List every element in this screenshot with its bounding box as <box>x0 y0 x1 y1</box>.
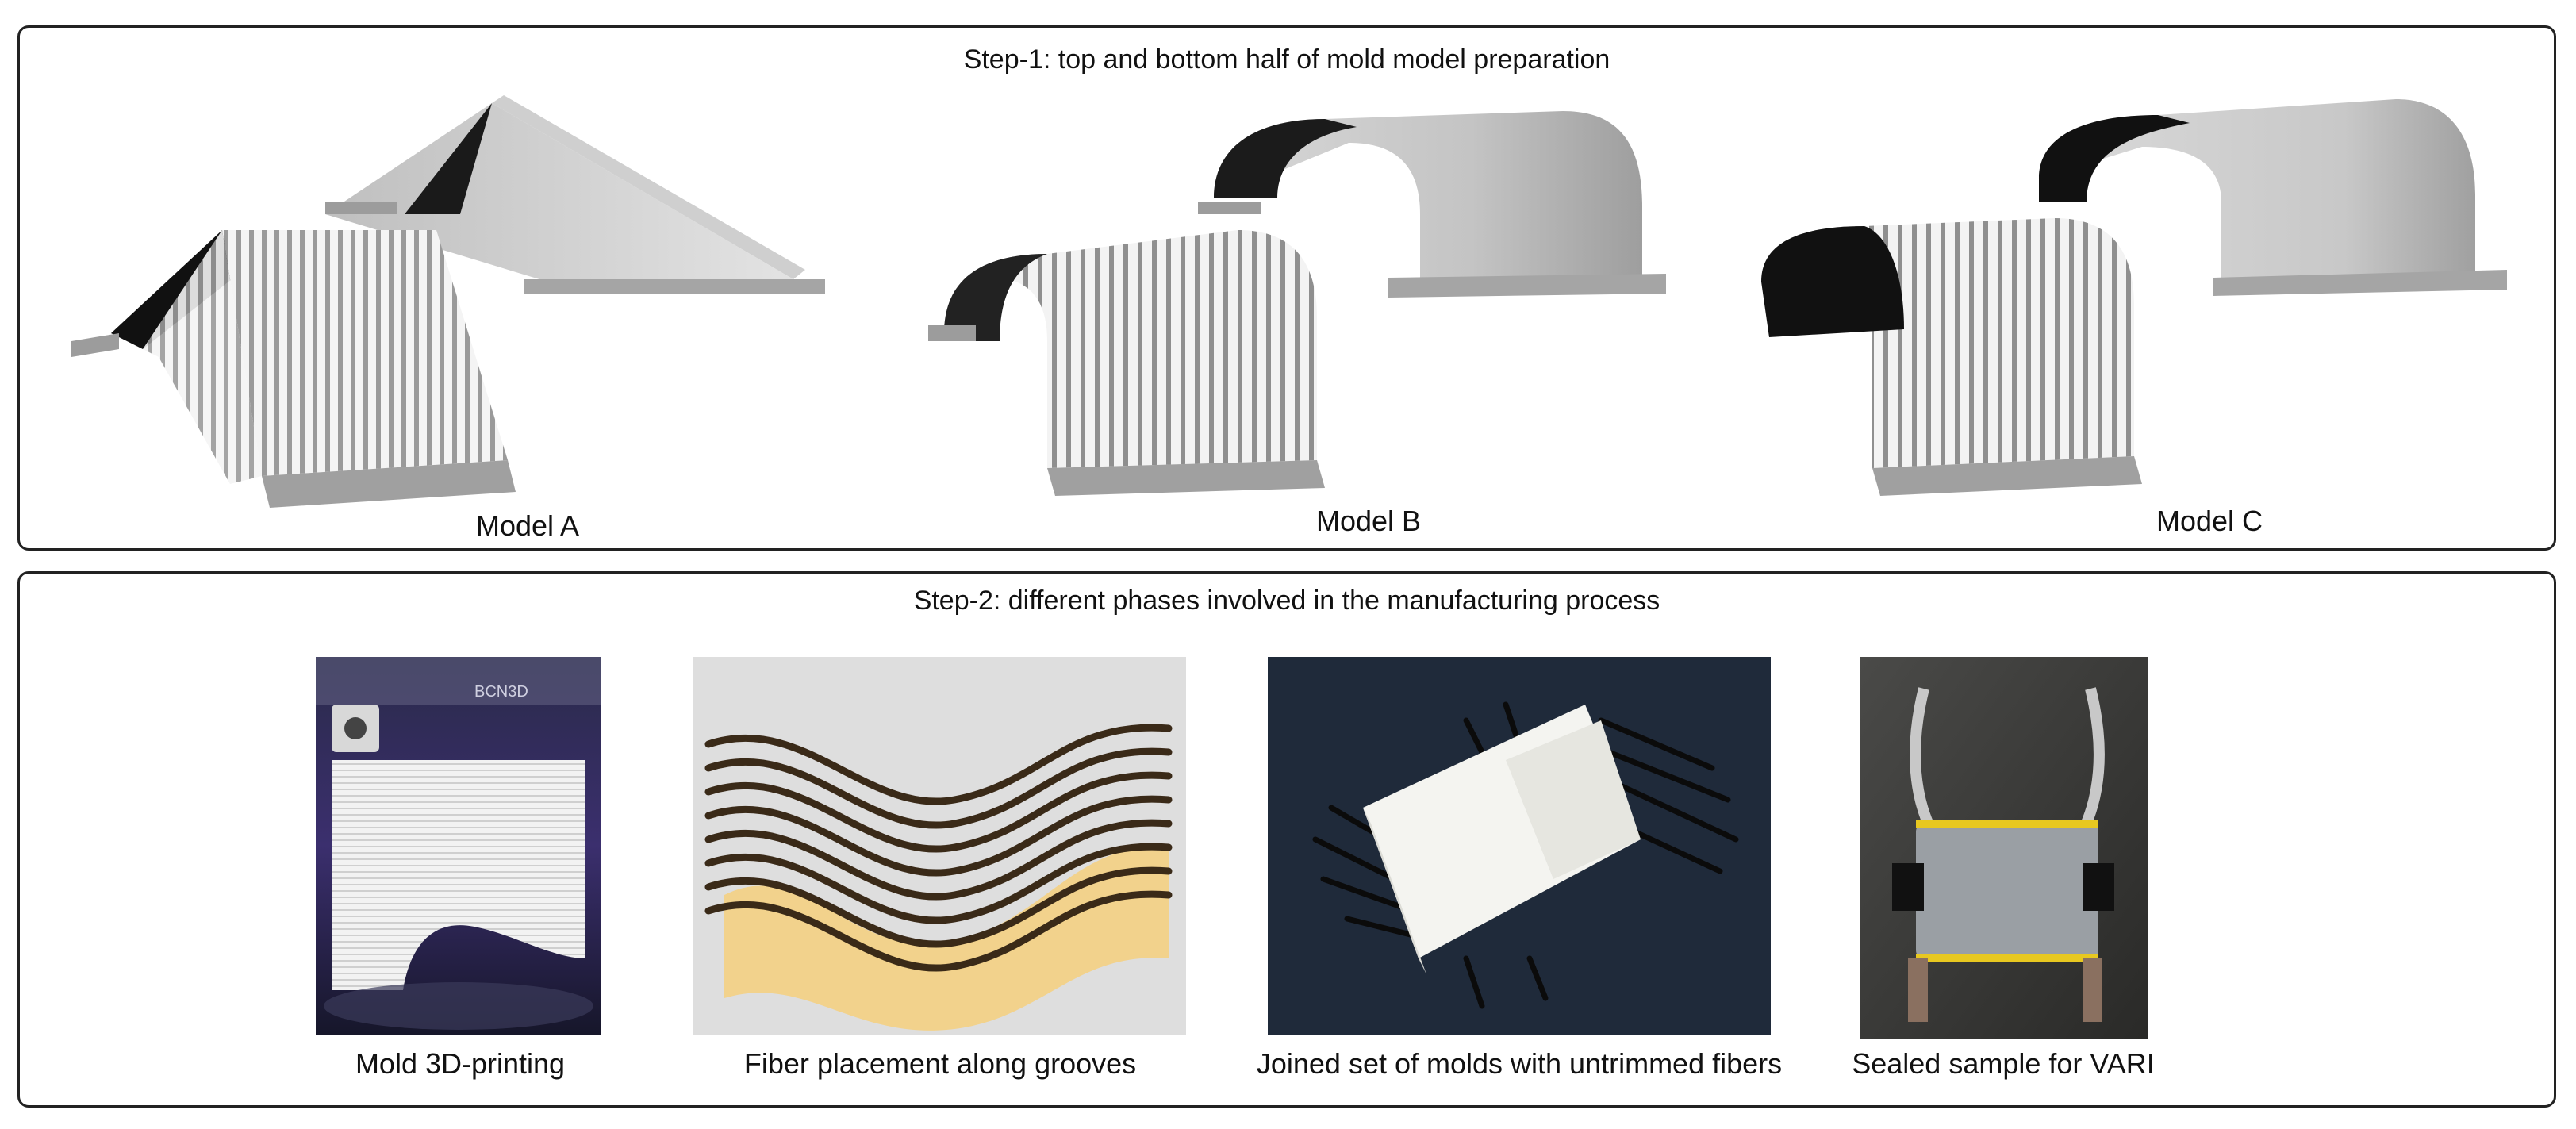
fiber-strands <box>704 724 1173 972</box>
model-a-figure <box>63 95 841 508</box>
step2-title: Step-2: different phases involved in the… <box>913 586 1660 616</box>
model-b-top-half <box>1198 111 1666 298</box>
model-c-label: Model C <box>2156 505 2263 537</box>
step2-panel: Step-2: different phases involved in the… <box>17 571 2556 1108</box>
model-a-label: Model A <box>475 509 580 542</box>
model-a-bottom-half <box>71 230 516 508</box>
model-b-figure <box>928 95 1706 508</box>
photo-sealed-sample <box>1860 657 2148 1039</box>
model-c-figure <box>1745 91 2523 504</box>
model-c-bottom-half <box>1761 218 2142 496</box>
photo-4-label: Sealed sample for VARI <box>1852 1047 2155 1080</box>
model-a-top-half <box>325 95 825 294</box>
photo-mold-3d-printing: BCN3D <box>316 657 601 1035</box>
photo-2-label: Fiber placement along grooves <box>743 1047 1137 1080</box>
model-c-top-half <box>2039 99 2507 296</box>
step1-panel: Step-1: top and bottom half of mold mode… <box>17 25 2556 551</box>
photo-1-label: Mold 3D-printing <box>355 1047 566 1080</box>
photo-fiber-placement <box>693 657 1186 1035</box>
photo-3-label: Joined set of molds with untrimmed fiber… <box>1256 1047 1783 1080</box>
model-b-label: Model B <box>1315 505 1422 537</box>
photo-joined-molds <box>1268 657 1771 1035</box>
printer-brand-text: BCN3D <box>474 683 528 701</box>
step1-title: Step-1: top and bottom half of mold mode… <box>963 44 1610 75</box>
model-b-bottom-half <box>928 230 1325 496</box>
